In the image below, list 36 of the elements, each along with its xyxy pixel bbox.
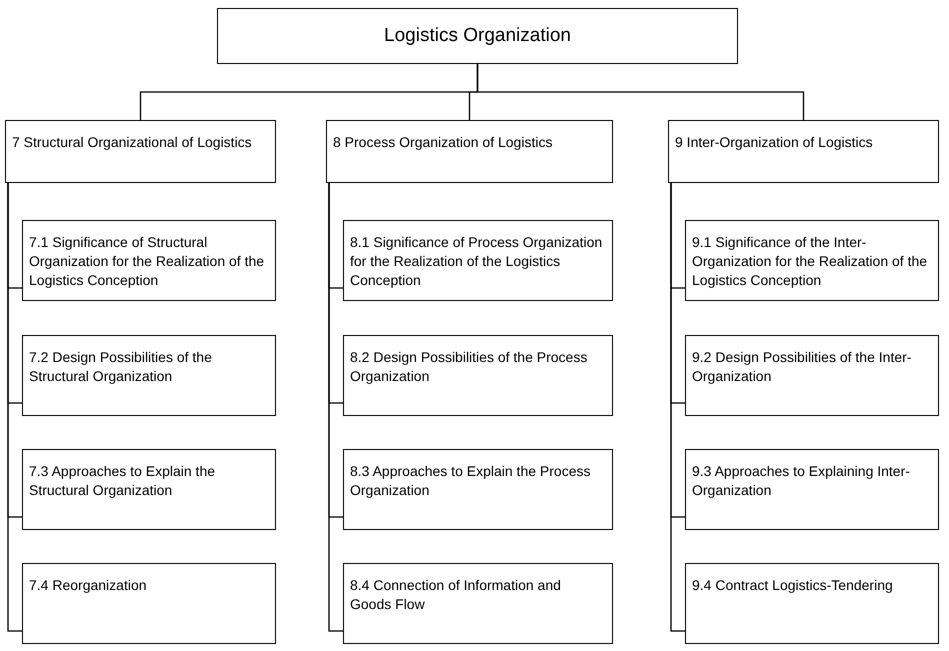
connector-line xyxy=(328,183,343,632)
section-box xyxy=(343,335,613,416)
section-box xyxy=(343,449,613,530)
box-text: 8.1 Significance of Process Organization for the Realization of the Logistics Conception xyxy=(350,233,604,290)
connector-line xyxy=(670,183,685,632)
box-text: 9.3 Approaches to Explaining Inter-Organization xyxy=(692,462,911,500)
chapter-box xyxy=(668,120,939,183)
box-text: 7.3 Approaches to Explain the Structural Organization xyxy=(29,462,216,500)
box-text: 8.2 Design Possibilities of the Process Organization xyxy=(350,348,588,386)
box-text: 8.4 Connection of Information and Goods Flow xyxy=(350,576,562,614)
box-text: Logistics Organization xyxy=(384,24,571,48)
section-box xyxy=(22,335,276,416)
section-box xyxy=(685,220,939,301)
box-text: 9.2 Design Possibilities of the Inter-Organization xyxy=(692,348,912,386)
box-text: 7 Structural Organizational of Logistics xyxy=(12,133,253,152)
box-text: 8 Process Organization of Logistics xyxy=(333,133,554,152)
connector-line xyxy=(7,183,22,632)
chapter-box xyxy=(5,120,276,183)
section-box xyxy=(22,220,276,301)
root-box xyxy=(217,8,738,64)
box-text: 8.3 Approaches to Explain the Process Organization xyxy=(350,462,592,500)
section-box xyxy=(685,563,939,644)
section-box xyxy=(343,563,613,644)
box-text: 7.4 Reorganization xyxy=(29,576,148,595)
section-box xyxy=(22,563,276,644)
section-box xyxy=(685,335,939,416)
section-box xyxy=(343,220,613,301)
box-text: 9 Inter-Organization of Logistics xyxy=(675,133,874,152)
box-text: 7.2 Design Possibilities of the Structural Organization xyxy=(29,348,213,386)
section-box xyxy=(685,449,939,530)
box-text: 9.1 Significance of the Inter-Organization for the Realization of the Logistics Conception xyxy=(692,233,928,290)
connector-line xyxy=(476,64,804,120)
chapter-box xyxy=(326,120,613,183)
box-text: 7.1 Significance of Structural Organization for the Realization of the Logistics Conception xyxy=(29,233,266,290)
box-text: 9.4 Contract Logistics-Tendering xyxy=(692,576,894,595)
section-box xyxy=(22,449,276,530)
